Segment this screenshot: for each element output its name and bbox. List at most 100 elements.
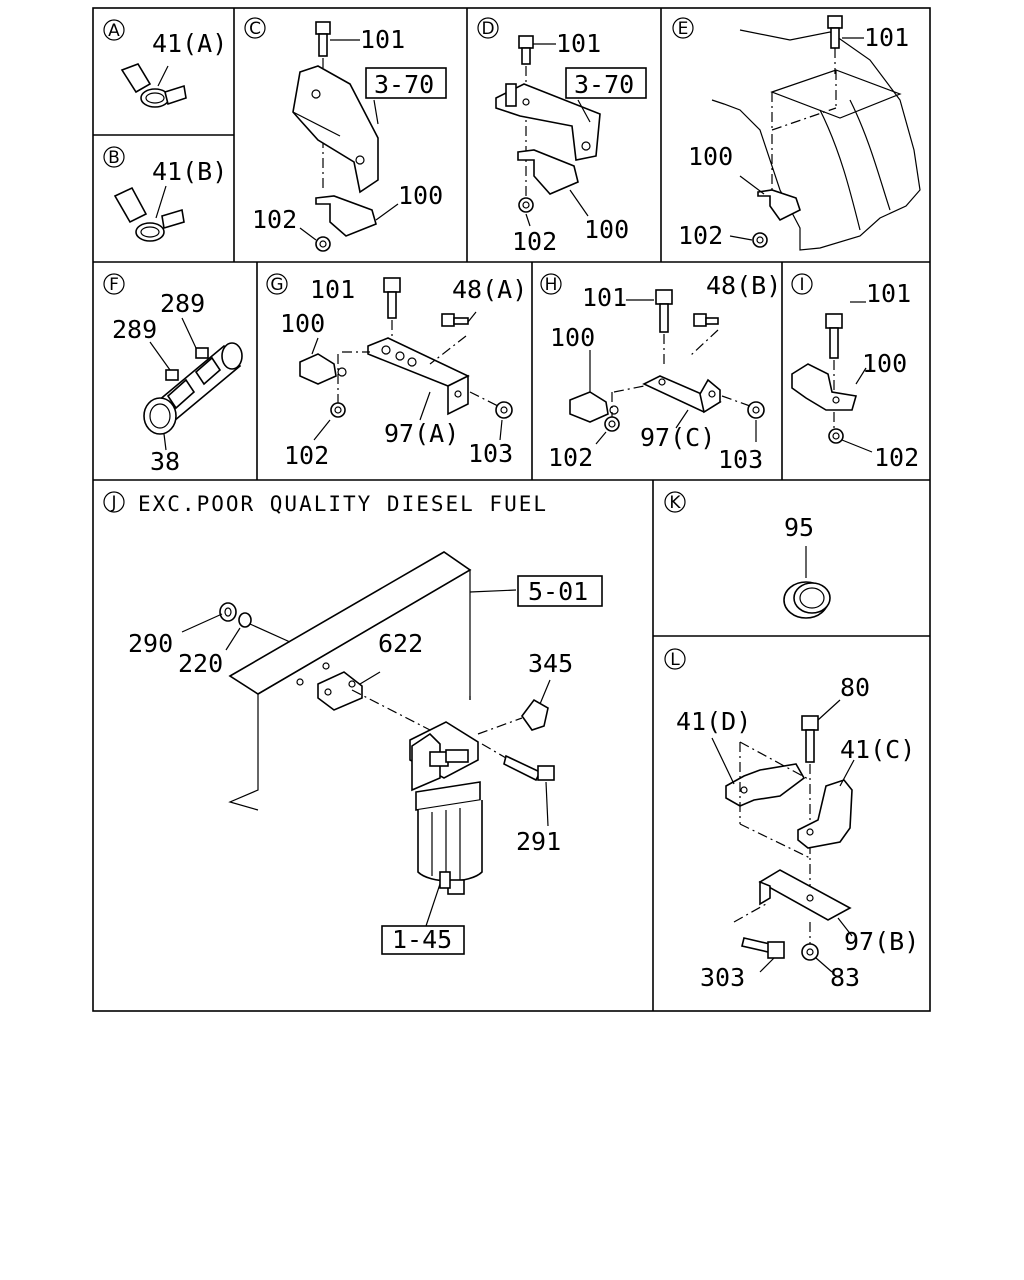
label-289-right: 289 — [160, 289, 205, 318]
bolt-101 — [315, 21, 331, 57]
label-101-i: 101 — [866, 279, 911, 308]
label-41d: 41(D) — [676, 707, 751, 736]
panel-letter-b: B — [103, 146, 125, 168]
label-97a: 97(A) — [384, 419, 459, 448]
clamp-289-left — [165, 369, 196, 410]
label-101-e: 101 — [864, 23, 909, 52]
ref-5-01: 5-01 — [528, 577, 588, 606]
bracket-97b — [758, 869, 852, 921]
bolt-291 — [503, 754, 555, 782]
frame-rail-5-01 — [228, 551, 472, 811]
label-622: 622 — [378, 629, 423, 658]
label-100-i: 100 — [862, 349, 907, 378]
hose-clamp-41b — [113, 185, 185, 242]
panel-k: 95 — [783, 513, 831, 619]
panel-letter-i: I — [791, 273, 813, 295]
bracket-d — [495, 83, 601, 161]
plate-622 — [317, 671, 363, 711]
clip-100-d — [517, 149, 579, 195]
panel-letter-k: K — [664, 491, 686, 513]
svg-text:J: J — [110, 493, 116, 513]
panel-d: 3-70 101 102 100 — [495, 29, 647, 256]
nut-83 — [801, 943, 819, 961]
panel-letter-j: J — [103, 491, 125, 513]
label-103-g: 103 — [468, 439, 513, 468]
label-102-g: 102 — [284, 441, 329, 470]
panel-g: 101 48(A) 100 102 97(A) 103 — [280, 275, 527, 470]
nut-102-i — [828, 428, 844, 444]
label-345: 345 — [528, 649, 573, 678]
nut-102-c — [315, 236, 331, 252]
clip-100-i — [791, 363, 858, 411]
nut-102-g — [330, 402, 346, 418]
clip-41c — [797, 779, 853, 849]
nut-103-h — [747, 401, 765, 419]
label-102-h: 102 — [548, 443, 593, 472]
fuel-filter-1-45 — [409, 721, 483, 895]
bolt-101-d — [518, 35, 534, 65]
nut-102-h — [604, 416, 620, 432]
bracket-97a — [367, 337, 470, 416]
clip-100-g — [299, 353, 347, 385]
panel-letter-c: C — [244, 17, 266, 39]
nut-102-e — [752, 232, 768, 248]
svg-text:D: D — [481, 19, 494, 39]
panel-letter-f: F — [103, 273, 125, 295]
label-101-d: 101 — [556, 29, 601, 58]
clip-100-c — [315, 195, 377, 237]
label-101-h: 101 — [582, 283, 627, 312]
label-102-c: 102 — [252, 205, 297, 234]
ref-box-5-01 — [517, 575, 603, 607]
bolt-80 — [801, 715, 819, 763]
label-290: 290 — [128, 629, 173, 658]
clip-100-e — [757, 189, 801, 222]
label-100-h: 100 — [550, 323, 595, 352]
hose-38 — [143, 342, 243, 435]
cap-345 — [521, 698, 549, 731]
panel-letter-e: E — [672, 17, 694, 39]
bracket-c — [292, 65, 379, 194]
label-102-d: 102 — [512, 227, 557, 256]
panel-e: 101 100 102 — [678, 15, 921, 251]
panel-grid — [92, 7, 931, 1012]
panel-a: 41(A) — [120, 29, 227, 108]
bracket-97c — [642, 375, 722, 414]
panel-letter-g: G — [266, 273, 288, 295]
label-83: 83 — [830, 963, 860, 992]
svg-text:I: I — [799, 275, 804, 295]
panel-letters: A B C D E F G H I J K L — [103, 17, 813, 670]
nut-290 — [219, 602, 237, 622]
ref-box-3-70-d — [565, 67, 647, 99]
nut-103-g — [495, 401, 513, 419]
panel-f: 289 289 38 — [112, 289, 243, 476]
panel-c: 3-70 101 102 100 — [252, 21, 447, 252]
washer-220 — [238, 612, 252, 628]
label-101-c: 101 — [360, 25, 405, 54]
label-289-left: 289 — [112, 315, 157, 344]
svg-text:K: K — [669, 493, 681, 513]
bolt-101-i — [825, 313, 843, 359]
panel-letter-d: D — [477, 17, 499, 39]
label-102-i: 102 — [874, 443, 919, 472]
label-97c: 97(C) — [640, 423, 715, 452]
svg-text:F: F — [109, 275, 119, 295]
panel-h: 101 48(B) 100 102 97(C) 103 — [548, 271, 781, 474]
label-48b: 48(B) — [706, 271, 781, 300]
ref-box-3-70-c — [365, 67, 447, 99]
label-38: 38 — [150, 447, 180, 476]
label-103-h: 103 — [718, 445, 763, 474]
panel-letter-a: A — [103, 19, 125, 41]
label-101-g: 101 — [310, 275, 355, 304]
label-80: 80 — [840, 673, 870, 702]
panel-l: 80 41(D) 41(C) 97(B) 303 83 — [676, 673, 919, 992]
hose-clamp-41a — [120, 63, 187, 108]
label-41c: 41(C) — [840, 735, 915, 764]
svg-text:G: G — [270, 275, 283, 295]
label-41b: 41(B) — [152, 157, 227, 186]
bolt-101-h — [655, 289, 673, 333]
svg-text:H: H — [545, 275, 558, 295]
panel-i: 101 100 102 — [791, 279, 919, 472]
label-291: 291 — [516, 827, 561, 856]
bolt-48a — [441, 313, 469, 327]
